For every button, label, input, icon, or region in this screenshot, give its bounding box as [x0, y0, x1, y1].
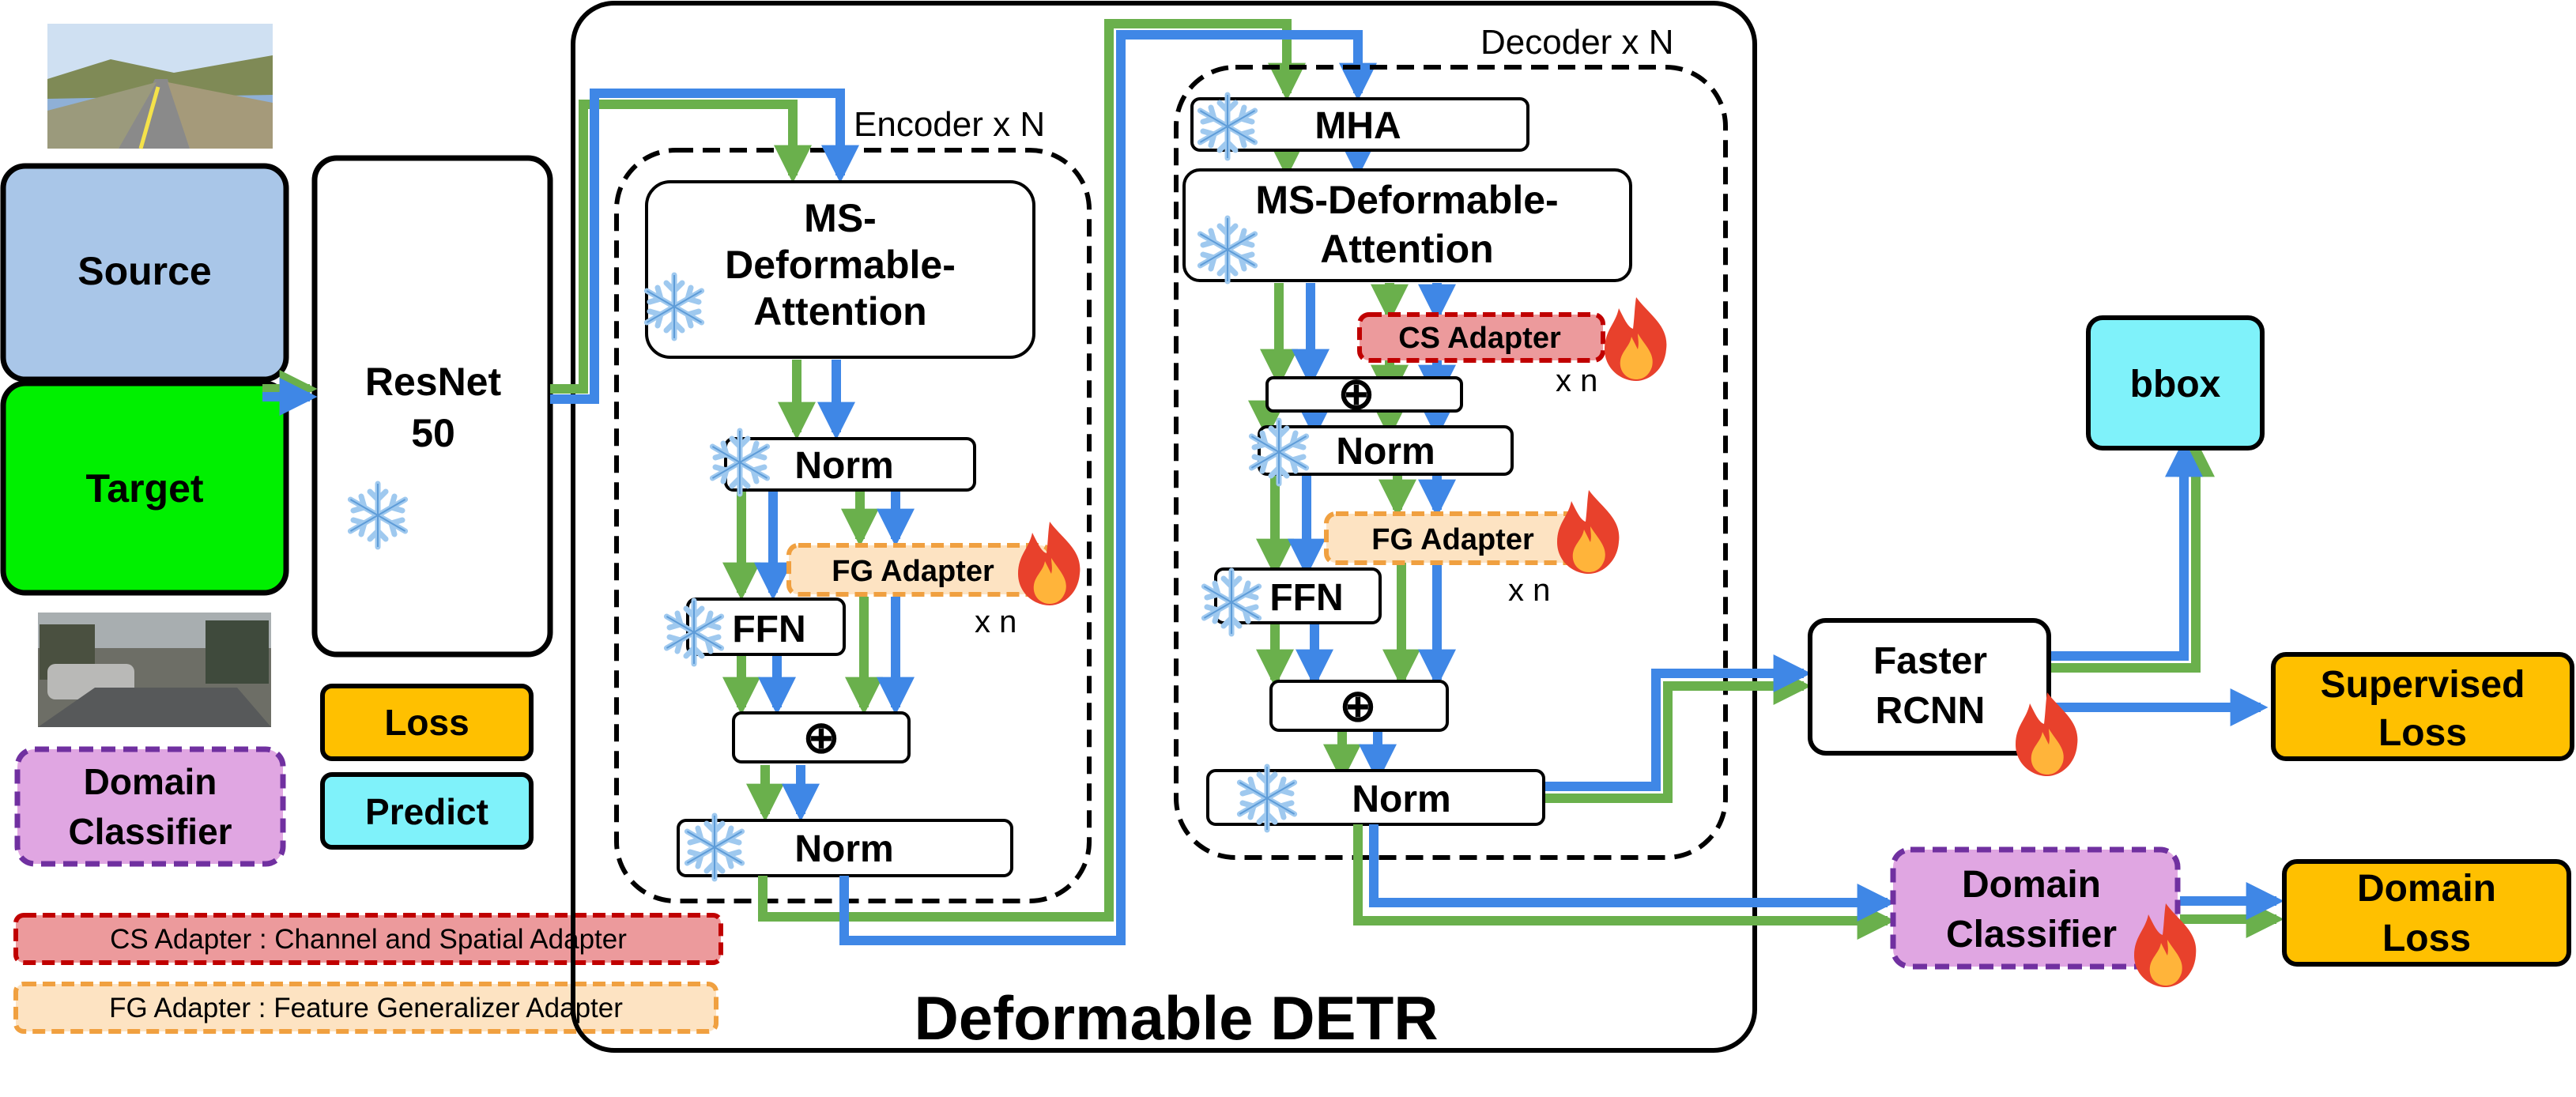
- domain-loss-label-1: Domain: [2357, 868, 2496, 910]
- circled-plus-icon: ⊕: [1340, 680, 1377, 730]
- decoder-norm-1-label: Norm: [1336, 431, 1435, 473]
- decoder-repeat-label-2: x n: [1508, 573, 1550, 608]
- encoder-flow: [550, 89, 915, 822]
- decoder-msda-line-1: MS-Deformable-: [1255, 178, 1558, 222]
- bbox-label: bbox: [2130, 364, 2221, 405]
- legend-domain-label-1: Domain: [84, 761, 217, 802]
- legend-predict: Predict: [320, 772, 534, 850]
- decoder-norm-2: Norm: [1206, 769, 1545, 826]
- photo-source: [47, 24, 273, 149]
- decoder-add-1: ⊕: [1265, 368, 1463, 418]
- resnet-label-1: ResNet: [365, 360, 502, 404]
- decoder-ffn-label: FFN: [1269, 577, 1343, 619]
- flame-icon: [1605, 297, 1667, 381]
- bbox-box: bbox: [2086, 315, 2265, 450]
- circled-plus-icon: ⊕: [803, 712, 840, 762]
- decoder-fg-adapter: FG Adapter: [1324, 511, 1580, 565]
- decoder-cs-label: CS Adapter: [1398, 322, 1561, 355]
- legend-loss: Loss: [320, 684, 534, 761]
- encoder-msda-line-3: Attention: [753, 289, 926, 334]
- encoder-msda-line-2: Deformable-: [725, 243, 956, 287]
- decoder-mha: MHA: [1190, 97, 1529, 152]
- decoder-title: Decoder x N: [1480, 23, 1674, 62]
- encoder-repeat-label: x n: [975, 605, 1016, 639]
- decoder-msda-box: MS-Deformable- Attention: [1182, 168, 1632, 282]
- cs-definition-text: CS Adapter : Channel and Spatial Adapter: [110, 924, 627, 955]
- domain-classifier-box: Domain Classifier: [1890, 846, 2181, 970]
- circled-plus-icon: ⊕: [1338, 368, 1375, 418]
- decoder-norm-2-label: Norm: [1352, 778, 1450, 820]
- faster-label-1: Faster: [1873, 640, 1987, 682]
- source-label: Source: [77, 249, 212, 293]
- decoder-cs-adapter: CS Adapter: [1357, 312, 1605, 363]
- supervised-label-2: Loss: [2378, 712, 2467, 754]
- domain-loss-box: Domain Loss: [2282, 859, 2571, 967]
- faster-label-2: RCNN: [1876, 690, 1986, 732]
- domain-classifier-label-2: Classifier: [1946, 914, 2117, 956]
- encoder-msda-line-1: MS-: [804, 196, 877, 240]
- decoder-msda-line-2: Attention: [1320, 227, 1493, 271]
- decoder-repeat-label-1: x n: [1556, 364, 1597, 398]
- legend-fg-definition: FG Adapter : Feature Generalizer Adapter: [13, 982, 718, 1034]
- decoder-mha-label: MHA: [1314, 105, 1401, 147]
- domain-loss-label-2: Loss: [2382, 918, 2471, 959]
- flame-icon: [1018, 522, 1081, 605]
- faster-rcnn-box: Faster RCNN: [1808, 618, 2051, 756]
- head-flow: [1353, 439, 2284, 940]
- target-label: Target: [85, 466, 203, 511]
- encoder-ffn-label: FFN: [732, 609, 805, 650]
- flame-icon: [1557, 490, 1620, 574]
- encoder-title: Encoder x N: [854, 105, 1045, 144]
- decoder-fg-label: FG Adapter: [1371, 523, 1534, 556]
- supervised-loss-box: Supervised Loss: [2271, 652, 2574, 761]
- legend-domain-label-2: Classifier: [68, 811, 232, 852]
- target-box: Target: [0, 380, 289, 596]
- encoder-ffn: FFN: [686, 598, 846, 656]
- decoder-norm-1: Norm: [1258, 425, 1514, 476]
- resnet-box: ResNet 50: [311, 155, 553, 658]
- legend-domain-classifier: Domain Classifier: [14, 746, 286, 867]
- decoder-container: [1174, 65, 1728, 860]
- photo-target: [38, 613, 271, 727]
- encoder-fg-label: FG Adapter: [832, 555, 994, 588]
- encoder-add: ⊕: [732, 711, 911, 763]
- resnet-label-2: 50: [411, 411, 455, 455]
- encoder-fg-adapter: FG Adapter: [786, 543, 1052, 597]
- supervised-label-1: Supervised: [2321, 664, 2525, 706]
- legend-predict-label: Predict: [365, 791, 488, 832]
- encoder-norm-1: Norm: [724, 437, 976, 492]
- domain-classifier-label-1: Domain: [1962, 864, 2101, 906]
- encoder-msda-box: MS- Deformable- Attention: [645, 180, 1035, 359]
- detr-title: Deformable DETR: [914, 983, 1438, 1053]
- source-box: Source: [0, 163, 289, 383]
- encoder-to-decoder-flow: [758, 19, 1377, 945]
- legend-cs-definition: CS Adapter : Channel and Spatial Adapter: [13, 913, 723, 965]
- decoder-add-2: ⊕: [1269, 680, 1449, 732]
- encoder-norm-2: Norm: [677, 819, 1013, 877]
- detr-container: [571, 1, 1757, 1053]
- encoder-norm-1-label: Norm: [794, 445, 893, 487]
- encoder-norm-2-label: Norm: [794, 828, 893, 870]
- fg-definition-text: FG Adapter : Feature Generalizer Adapter: [109, 993, 623, 1023]
- legend-loss-label: Loss: [384, 702, 469, 743]
